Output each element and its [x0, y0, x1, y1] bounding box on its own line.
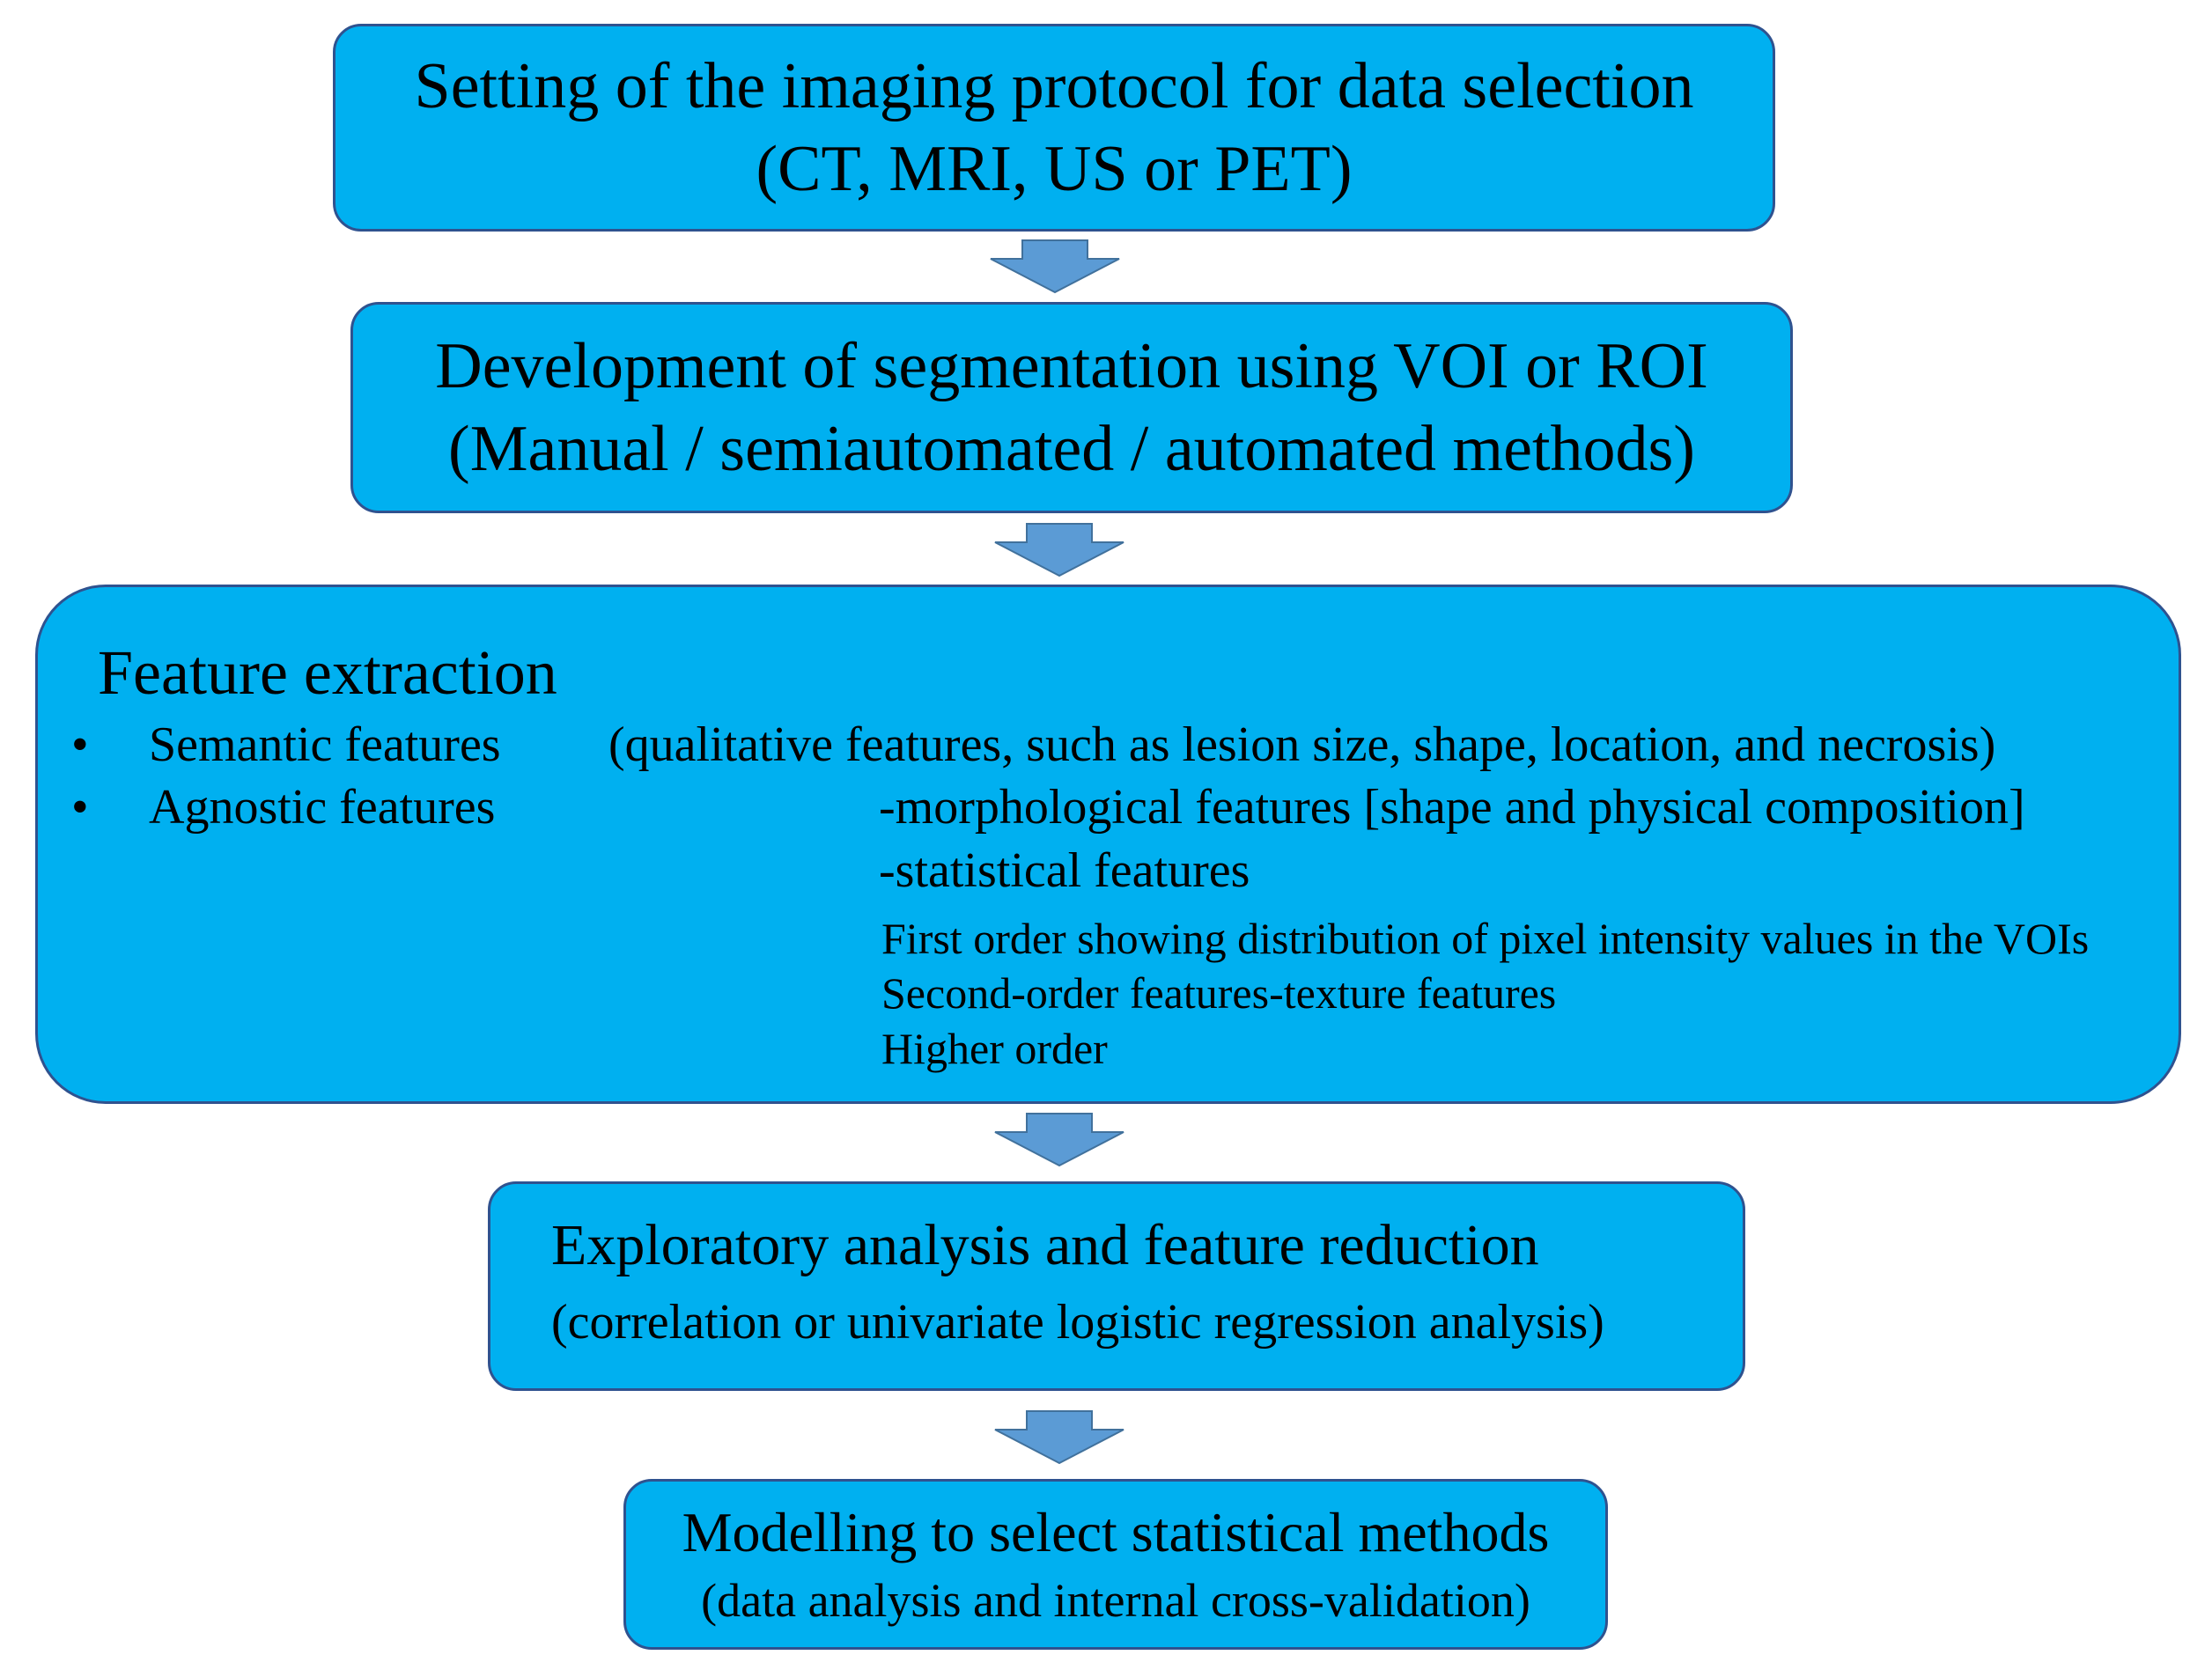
semantic-features-description: (qualitative features, such as lesion si…: [608, 717, 1996, 772]
protocol-step-title: Setting of the imaging protocol for data…: [414, 50, 1694, 122]
feature-extraction-step-box: Feature extraction • Semantic features (…: [35, 585, 2181, 1104]
second-order-features: Second-order features-texture features: [881, 968, 1557, 1018]
down-arrow-2: [994, 523, 1124, 577]
first-order-features: First order showing distribution of pixe…: [881, 914, 2090, 963]
protocol-step-box: Setting of the imaging protocol for data…: [333, 24, 1775, 232]
feature-extraction-title: Feature extraction: [98, 637, 557, 708]
bullet-agnostic: •: [71, 780, 89, 835]
segmentation-step-subtitle: (Manual / semiautomated / automated meth…: [448, 413, 1695, 485]
bullet-semantic: •: [71, 717, 89, 772]
down-arrow-1: [990, 239, 1120, 294]
modelling-step-subtitle: (data analysis and internal cross-valida…: [701, 1574, 1530, 1627]
protocol-step-subtitle: (CT, MRI, US or PET): [756, 133, 1353, 205]
exploratory-step-subtitle: (correlation or univariate logistic regr…: [551, 1295, 1604, 1350]
higher-order-features: Higher order: [881, 1024, 1108, 1073]
morphological-features: -morphological features [shape and physi…: [879, 780, 2025, 835]
modelling-step-box: Modelling to select statistical methods …: [623, 1479, 1608, 1650]
statistical-features: -statistical features: [879, 843, 1250, 898]
exploratory-step-box: Exploratory analysis and feature reducti…: [488, 1181, 1745, 1391]
semantic-features-label: Semantic features: [149, 717, 501, 772]
exploratory-step-title: Exploratory analysis and feature reducti…: [551, 1213, 1539, 1277]
agnostic-features-label: Agnostic features: [149, 780, 496, 835]
segmentation-step-box: Development of segmentation using VOI or…: [350, 302, 1793, 513]
segmentation-step-title: Development of segmentation using VOI or…: [435, 330, 1708, 402]
modelling-step-title: Modelling to select statistical methods: [682, 1501, 1550, 1563]
down-arrow-3: [994, 1113, 1124, 1167]
down-arrow-4: [994, 1410, 1124, 1465]
